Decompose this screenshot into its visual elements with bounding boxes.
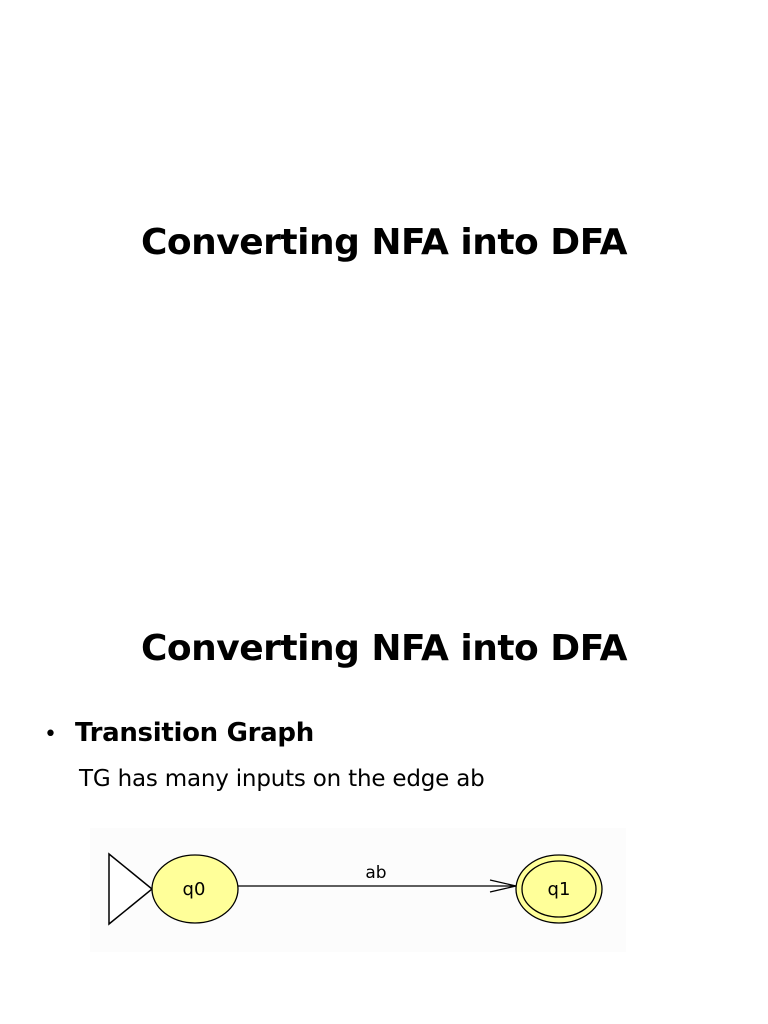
edge-label: ab — [365, 863, 386, 883]
bullet-subtext: TG has many inputs on the edge ab — [79, 766, 485, 792]
state-label-q0: q0 — [183, 879, 206, 900]
state-label-q1: q1 — [548, 879, 571, 900]
state-q1-inner — [521, 860, 597, 918]
slide-2: Converting NFA into DFA • Transition Gra… — [0, 512, 768, 1024]
bullet-item: • Transition Graph — [44, 718, 314, 748]
slide-1: Converting NFA into DFA — [140, 222, 628, 263]
slide-title: Converting NFA into DFA — [140, 222, 628, 263]
bullet-text: Transition Graph — [75, 718, 314, 748]
initial-state-arrow-icon — [108, 852, 154, 926]
state-q0 — [151, 854, 239, 924]
slide-title: Converting NFA into DFA — [140, 628, 628, 669]
bullet-dot-icon: • — [44, 722, 57, 747]
transition-graph-diagram: ab q0 q1 — [90, 828, 626, 952]
